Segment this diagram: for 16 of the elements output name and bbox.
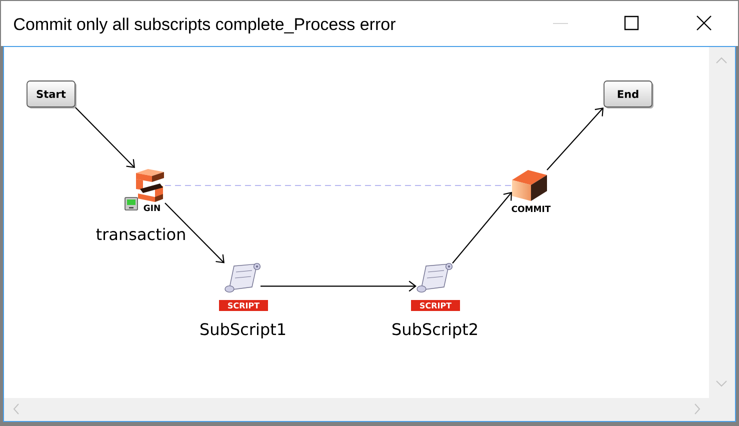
connector-line (165, 184, 512, 186)
node-label: SubScript1 (200, 322, 286, 338)
arrow (546, 107, 604, 170)
arrow (260, 280, 416, 292)
badge: SCRIPT (411, 300, 460, 311)
icon-caption: GIN (144, 204, 160, 212)
icon-caption: COMMIT (512, 206, 551, 212)
window-title: Commit only all subscripts complete_Process error (14, 18, 396, 34)
arrow (75, 107, 135, 168)
badge: SCRIPT (219, 300, 268, 311)
button: Start (26, 80, 76, 108)
node-label: SubScript2 (392, 322, 477, 338)
arrow (452, 192, 512, 264)
node-label: transaction (96, 228, 185, 240)
arrow (164, 202, 224, 264)
button: End (604, 80, 654, 108)
